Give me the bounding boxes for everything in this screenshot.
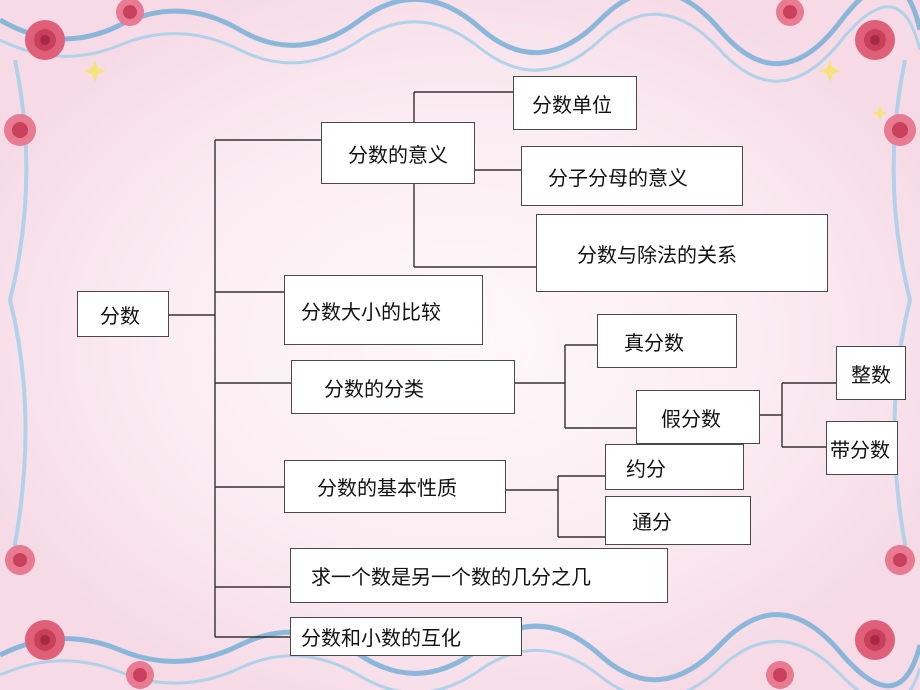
numerator-denominator-node: 分子分母的意义	[521, 146, 743, 206]
conversion-node: 分数和小数的互化	[290, 617, 522, 656]
fraction-of-node: 求一个数是另一个数的几分之几	[290, 548, 668, 603]
classify-label: 分数的分类	[324, 376, 424, 401]
division-label: 分数与除法的关系	[577, 242, 737, 267]
division-node: 分数与除法的关系	[536, 214, 828, 292]
compare-label: 分数大小的比较	[301, 299, 441, 324]
conversion-label: 分数和小数的互化	[301, 626, 461, 650]
unit-label: 分数单位	[532, 92, 612, 117]
improper-label: 假分数	[661, 406, 721, 431]
rose-icon	[25, 20, 65, 60]
basic-property-node: 分数的基本性质	[284, 460, 506, 513]
numerator-denominator-label: 分子分母的意义	[548, 165, 688, 190]
mixed-label: 带分数	[830, 437, 890, 462]
basic-property-label: 分数的基本性质	[317, 476, 457, 500]
unit-node: 分数单位	[513, 76, 637, 130]
reduce-node: 约分	[605, 444, 744, 490]
whole-node: 整数	[836, 346, 906, 400]
fraction-of-label: 求一个数是另一个数的几分之几	[311, 565, 591, 589]
reduce-label: 约分	[626, 456, 666, 481]
meaning-node: 分数的意义	[321, 122, 475, 184]
root-node: 分数	[77, 291, 169, 337]
meaning-label: 分数的意义	[348, 142, 448, 167]
common-denominator-node: 通分	[605, 496, 751, 545]
whole-label: 整数	[851, 362, 891, 387]
common-denominator-label: 通分	[632, 510, 672, 534]
improper-node: 假分数	[636, 390, 760, 444]
root-label: 分数	[100, 303, 140, 328]
proper-label: 真分数	[624, 330, 684, 355]
classify-node: 分数的分类	[291, 360, 515, 414]
compare-node: 分数大小的比较	[284, 275, 483, 345]
mixed-node: 带分数	[826, 421, 898, 475]
proper-node: 真分数	[597, 314, 737, 368]
